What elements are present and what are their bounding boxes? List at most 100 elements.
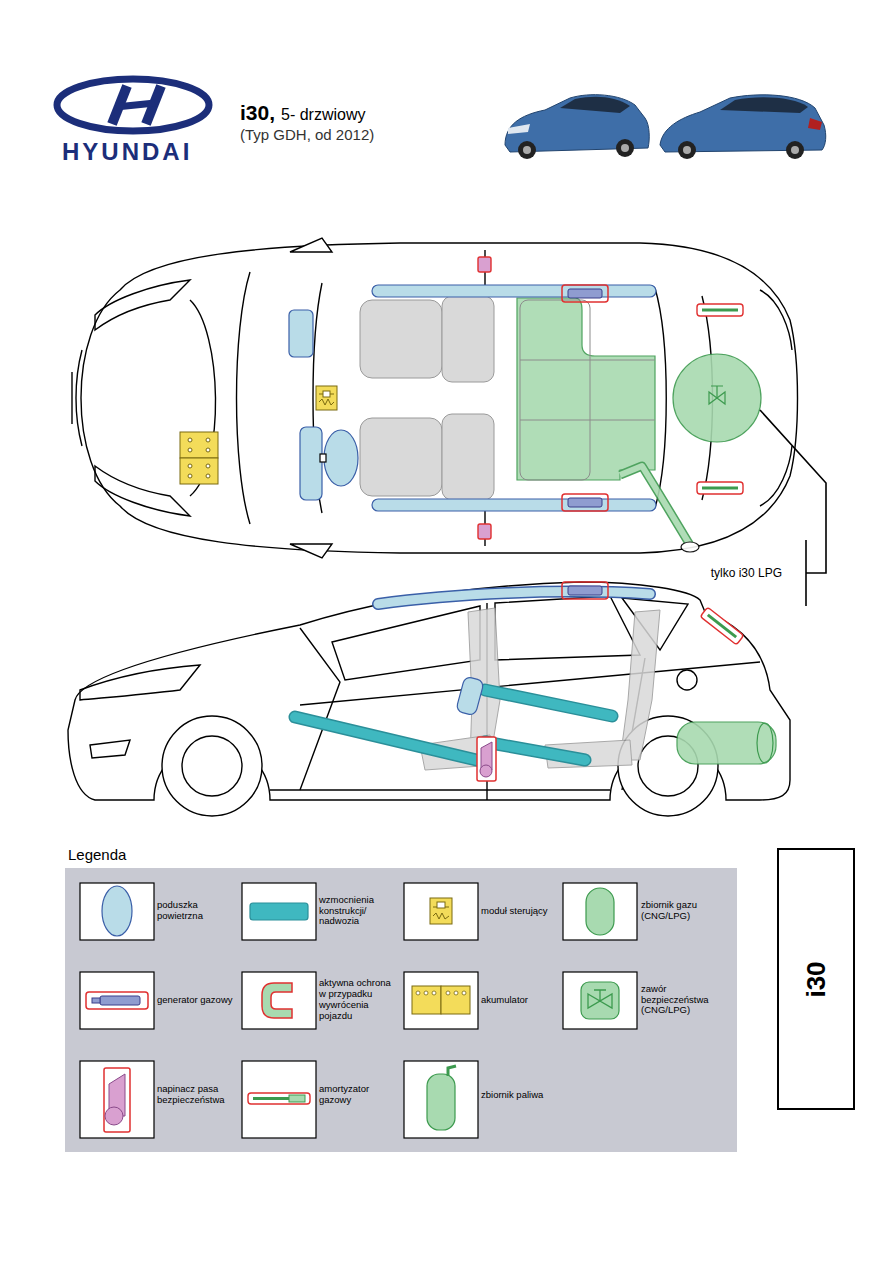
car-side-view (80, 665, 200, 700)
car-top-view (81, 243, 798, 553)
car-top-view (237, 272, 251, 524)
control-module (323, 391, 330, 397)
legend-entry: akumulator (481, 995, 561, 1006)
curtain-airbag (378, 592, 650, 604)
battery (180, 458, 218, 484)
battery (206, 464, 210, 468)
seat (360, 300, 442, 378)
car-top-view (760, 446, 792, 506)
car-top-view (290, 238, 332, 252)
fuel-tank (517, 298, 699, 552)
gas-generator (562, 285, 608, 511)
car-top-view (71, 372, 72, 424)
gas-generator (568, 289, 602, 298)
legend-symbol (430, 898, 452, 924)
legend-symbol (586, 888, 614, 935)
type-code: (Typ GDH, od 2012) (240, 126, 374, 143)
gas-tank (677, 722, 776, 764)
legend-symbol (105, 1107, 123, 1125)
seat-outline (520, 300, 590, 480)
brand-wordmark: HYUNDAI (62, 138, 192, 166)
brand-logo (57, 79, 209, 131)
legend-symbol (86, 886, 619, 1132)
belt-tensioner (478, 524, 491, 539)
legend-symbol (250, 903, 308, 920)
car-top-view (72, 238, 798, 558)
car-photo (505, 95, 826, 159)
car-side-view (90, 740, 130, 758)
seat-outline (520, 300, 655, 480)
model-code: i30 (801, 961, 832, 997)
car-photo (678, 141, 696, 159)
legend-icon-box (80, 883, 154, 940)
battery (180, 432, 218, 458)
legend-entry: moduł sterujący (481, 906, 561, 917)
curtain-airbag (372, 499, 656, 511)
legend-symbol (289, 1095, 305, 1102)
legend-symbol (446, 991, 450, 995)
legend-symbol (581, 982, 619, 1019)
legend-icon-box (404, 1061, 478, 1138)
front-airbag (289, 310, 358, 500)
battery (180, 432, 218, 484)
gas-generator (562, 582, 608, 599)
gas-tank (673, 354, 761, 442)
control-module (316, 386, 337, 410)
gas-generator (562, 285, 608, 302)
control-module (316, 386, 337, 410)
gas-generator (568, 498, 602, 507)
legend-entry: zbiornik gazu (CNG/LPG) (641, 900, 721, 922)
legend-panel (65, 868, 737, 1152)
legend-entry: amortyzator gazowy (319, 1084, 399, 1106)
side-airbag (456, 676, 485, 716)
legend-entry: zawór bezpieczeństwa (CNG/LPG) (641, 984, 721, 1017)
gas-tank (673, 354, 761, 442)
car-top-view (95, 466, 190, 516)
body-reinforcement (295, 717, 485, 762)
car-top-view (290, 544, 332, 558)
legend-entry: aktywna ochrona w przypadku wywrócenia p… (319, 978, 399, 1022)
model-tab: i30 (777, 848, 855, 1110)
battery (188, 474, 192, 478)
car-side-view (270, 789, 610, 790)
car-side-view (162, 716, 262, 816)
legend-symbol (454, 991, 458, 995)
gas-strut (708, 615, 736, 637)
legend-icon-box (80, 1061, 154, 1138)
legend-entry: poduszka powietrzna (157, 900, 237, 922)
seat (360, 418, 442, 496)
seat (442, 414, 494, 500)
legend-symbol (441, 986, 470, 1014)
lpg-note: tylko i30 LPG (711, 566, 782, 580)
gas-strut (702, 309, 738, 312)
body-reinforcement (485, 742, 585, 760)
body-type: 5- drzwiowy (281, 106, 365, 124)
car-top-view (95, 280, 190, 330)
battery (206, 474, 210, 478)
battery (188, 464, 192, 468)
legend-entry: wzmocnienia konstrukcji/ nadwozia (319, 895, 399, 928)
car-photo (523, 146, 531, 154)
belt-tensioner (477, 737, 496, 781)
car-photo (683, 146, 691, 154)
legend-symbol (432, 991, 436, 995)
car-photo (616, 139, 634, 157)
car-top-view (655, 288, 666, 508)
legend-icon-box (80, 883, 637, 1138)
legend-symbol (86, 992, 148, 1009)
front-airbag (320, 454, 326, 462)
lpg-bracket (805, 540, 807, 606)
legend-symbol (427, 1074, 455, 1130)
gas-strut (697, 304, 743, 316)
legend-entry: napinacz pasa bezpieczeństwa (157, 1084, 237, 1106)
belt-tensioner (480, 765, 492, 777)
legend-symbol (462, 991, 466, 995)
gas-tank (711, 386, 723, 398)
lpg-bracket (760, 410, 826, 573)
battery (206, 438, 210, 442)
belt-tensioner (477, 737, 496, 781)
legend-icon-box (563, 972, 637, 1029)
legend-icon-box (242, 883, 316, 940)
legend-symbol (437, 902, 445, 908)
